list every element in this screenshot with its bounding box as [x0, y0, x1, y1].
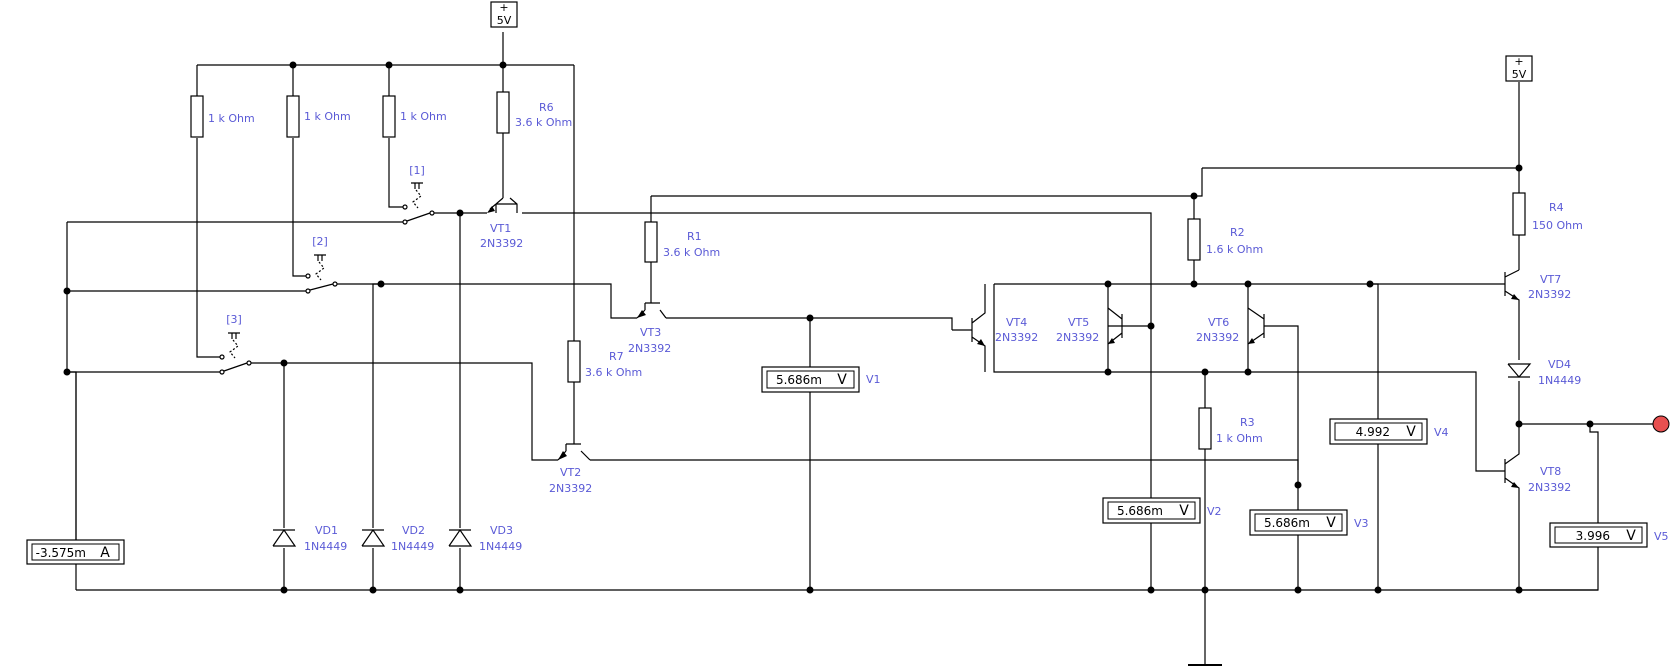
transistor-vt1[interactable]: VT1 2N3392	[480, 192, 523, 250]
resistor-r7[interactable]: R7 3.6 k Ohm	[567, 340, 642, 383]
resistor-value: 3.6 k Ohm	[515, 116, 572, 129]
junction-dots	[63, 61, 1594, 594]
source-value: 5V	[1512, 68, 1527, 81]
meter-name: V1	[866, 373, 881, 386]
transistor-model: 2N3392	[995, 331, 1038, 344]
transistor-model: 2N3392	[549, 482, 592, 495]
meter-name: V4	[1434, 426, 1449, 439]
voltmeter-v4[interactable]: 4.992 V V4	[1329, 418, 1449, 445]
resistor-value: 3.6 k Ohm	[585, 366, 642, 379]
voltmeter-v1[interactable]: 5.686m V V1	[761, 366, 881, 393]
transistor-vt7[interactable]: VT7 2N3392	[1500, 269, 1571, 310]
transistor-vt6[interactable]: VT6 2N3392	[1196, 307, 1265, 345]
transistor-model: 2N3392	[1528, 481, 1571, 494]
resistor-ra[interactable]: 1 k Ohm	[190, 95, 255, 138]
voltmeter-v5[interactable]: 3.996 V V5	[1549, 522, 1669, 548]
diode-name: VD3	[490, 524, 513, 537]
transistor-model: 2N3392	[1056, 331, 1099, 344]
meter-name: V5	[1654, 530, 1669, 543]
transistor-vt2[interactable]: VT2 2N3392	[549, 440, 592, 495]
meter-reading: -3.575m	[36, 546, 86, 560]
transistor-name: VT4	[1006, 316, 1027, 329]
transistor-name: VT3	[640, 326, 661, 339]
switch-key-label: [3]	[226, 313, 242, 326]
transistor-vt8[interactable]: VT8 2N3392	[1494, 424, 1571, 494]
source-value: 5V	[497, 14, 512, 27]
meter-reading: 5.686m	[1117, 504, 1163, 518]
switch-3[interactable]: [3]	[219, 313, 252, 375]
transistor-model: 2N3392	[1196, 331, 1239, 344]
meter-name: V2	[1207, 505, 1222, 518]
voltmeter-v3[interactable]: 5.686m V V3	[1249, 509, 1369, 536]
resistor-r1[interactable]: R1 3.6 k Ohm	[644, 221, 720, 263]
resistor-name: R4	[1549, 201, 1564, 214]
transistor-name: VT2	[560, 466, 581, 479]
resistor-value: 1 k Ohm	[1216, 432, 1263, 445]
resistor-value: 1 k Ohm	[304, 110, 351, 123]
meter-unit: A	[100, 545, 110, 561]
source-plus: +	[499, 1, 508, 14]
output-probe[interactable]	[1652, 415, 1670, 433]
meter-unit: V	[1326, 515, 1336, 531]
voltmeter-v2[interactable]: 5.686m V V2	[1102, 497, 1222, 524]
transistor-model: 2N3392	[480, 237, 523, 250]
meter-reading: 3.996	[1576, 529, 1610, 543]
resistor-name: R3	[1240, 416, 1255, 429]
resistor-value: 3.6 k Ohm	[663, 246, 720, 259]
meter-name: V3	[1354, 517, 1369, 530]
meter-unit: V	[1406, 424, 1416, 440]
switch-1[interactable]: [1]	[402, 164, 435, 225]
resistor-value: 150 Ohm	[1532, 219, 1583, 232]
transistor-vt4[interactable]: VT4 2N3392	[952, 284, 1038, 372]
diode-name: VD1	[315, 524, 338, 537]
ammeter[interactable]: -3.575m A	[26, 539, 125, 565]
transistor-vt5[interactable]: VT5 2N3392	[1056, 307, 1127, 345]
meter-reading: 5.686m	[776, 373, 822, 387]
meter-reading: 4.992	[1356, 425, 1390, 439]
resistor-r4[interactable]: R4 150 Ohm	[1512, 192, 1583, 236]
diode-model: 1N4449	[1538, 374, 1581, 387]
resistor-r2[interactable]: R2 1.6 k Ohm	[1187, 218, 1263, 261]
transistor-vt3[interactable]: VT3 2N3392	[628, 302, 671, 355]
diode-model: 1N4449	[479, 540, 522, 553]
diode-model: 1N4449	[304, 540, 347, 553]
meter-unit: V	[837, 372, 847, 388]
diode-vd4[interactable]: VD4 1N4449	[1507, 358, 1581, 387]
transistor-name: VT6	[1208, 316, 1229, 329]
source-plus: +	[1514, 55, 1523, 68]
transistor-name: VT8	[1540, 465, 1561, 478]
resistor-name: R6	[539, 101, 554, 114]
resistor-r6[interactable]: R6 3.6 k Ohm	[496, 91, 572, 134]
transistor-model: 2N3392	[1528, 288, 1571, 301]
diode-vd1[interactable]: VD1 1N4449	[272, 524, 347, 553]
resistor-value: 1 k Ohm	[400, 110, 447, 123]
transistor-name: VT1	[490, 222, 511, 235]
meter-reading: 5.686m	[1264, 516, 1310, 530]
resistor-rb[interactable]: 1 k Ohm	[286, 95, 351, 138]
meter-unit: V	[1179, 503, 1189, 519]
diode-model: 1N4449	[391, 540, 434, 553]
wires	[66, 32, 1655, 666]
switch-key-label: [2]	[312, 235, 328, 248]
voltage-source-right[interactable]: + 5V	[1505, 55, 1533, 82]
resistor-r3[interactable]: R3 1 k Ohm	[1198, 407, 1263, 450]
diode-name: VD2	[402, 524, 425, 537]
switch-2[interactable]: [2]	[305, 235, 338, 294]
resistor-rc[interactable]: 1 k Ohm	[382, 95, 447, 138]
diode-vd3[interactable]: VD3 1N4449	[448, 524, 522, 553]
resistor-name: R2	[1230, 226, 1245, 239]
voltage-source-left[interactable]: + 5V	[490, 1, 518, 28]
resistor-value: 1.6 k Ohm	[1206, 243, 1263, 256]
resistor-name: R1	[687, 230, 702, 243]
resistor-value: 1 k Ohm	[208, 112, 255, 125]
transistor-name: VT7	[1540, 273, 1561, 286]
transistor-name: VT5	[1068, 316, 1089, 329]
resistor-name: R7	[609, 350, 624, 363]
diode-name: VD4	[1548, 358, 1571, 371]
diode-vd2[interactable]: VD2 1N4449	[361, 524, 434, 553]
transistor-model: 2N3392	[628, 342, 671, 355]
switch-key-label: [1]	[409, 164, 425, 177]
meter-unit: V	[1626, 528, 1636, 544]
